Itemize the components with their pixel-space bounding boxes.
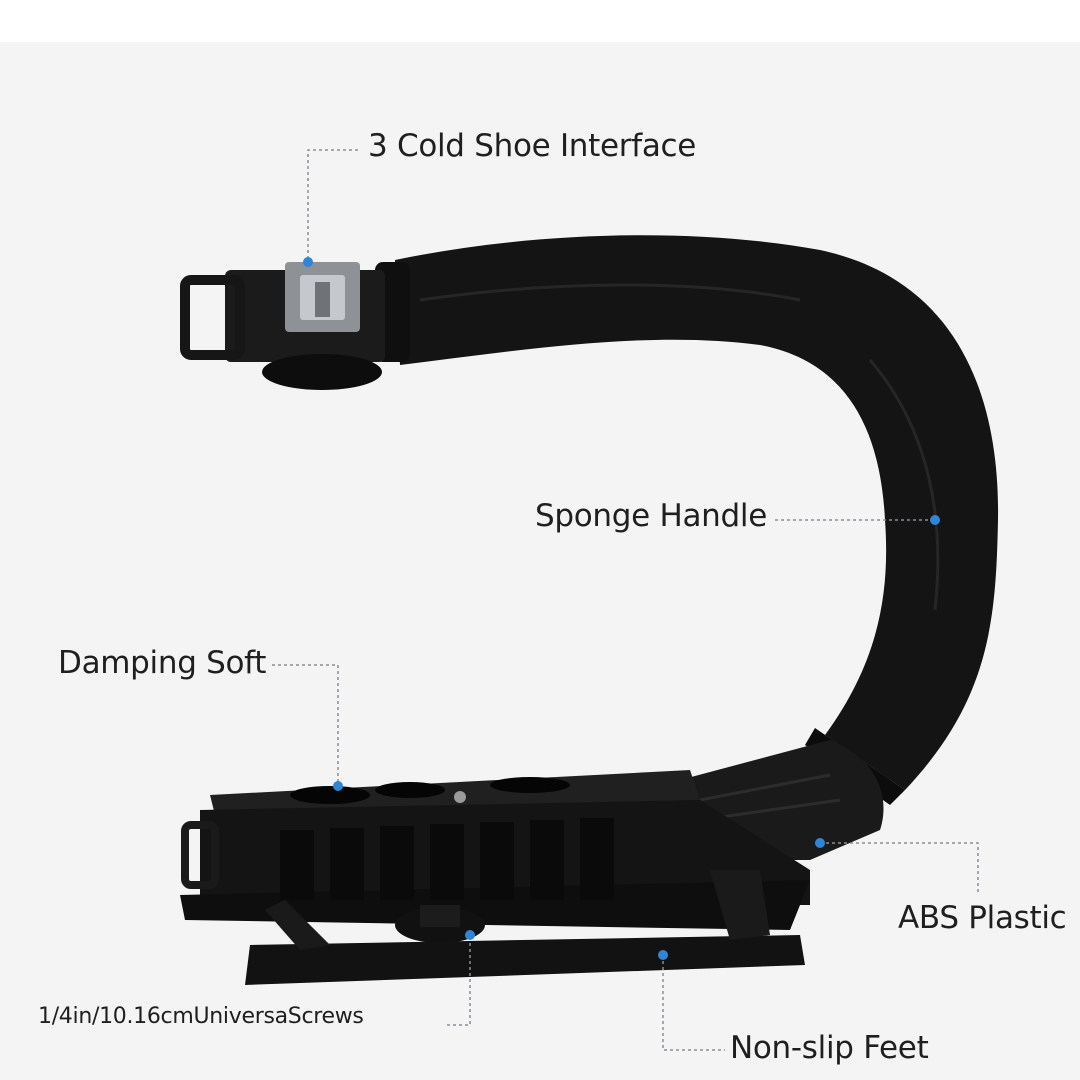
cold-shoe-callout: 3 Cold Shoe Interface (368, 128, 697, 164)
screws-dot (465, 930, 475, 940)
sponge-handle-shape (395, 235, 999, 790)
top-band (0, 0, 1080, 42)
sponge-handle-dot (930, 515, 940, 525)
sponge-handle-callout: Sponge Handle (535, 498, 767, 534)
damping-soft-callout: Damping Soft (58, 645, 267, 681)
non-slip-feet (245, 870, 805, 985)
base-plate (180, 770, 810, 943)
callout-dots (303, 257, 940, 960)
abs-plastic-callout: ABS Plastic (898, 900, 1067, 936)
non-slip-feet-callout: Non-slip Feet (730, 1030, 929, 1066)
cold-shoe-dot (303, 257, 313, 267)
abs-plastic-dot (815, 838, 825, 848)
leader-lines (272, 149, 979, 1051)
cold-shoe-mount (180, 262, 410, 390)
damping-soft-dot (333, 781, 343, 791)
non-slip-feet-dot (658, 950, 668, 960)
screws-callout: 1/4in/10.16cmUniversaScrews (38, 1004, 364, 1029)
